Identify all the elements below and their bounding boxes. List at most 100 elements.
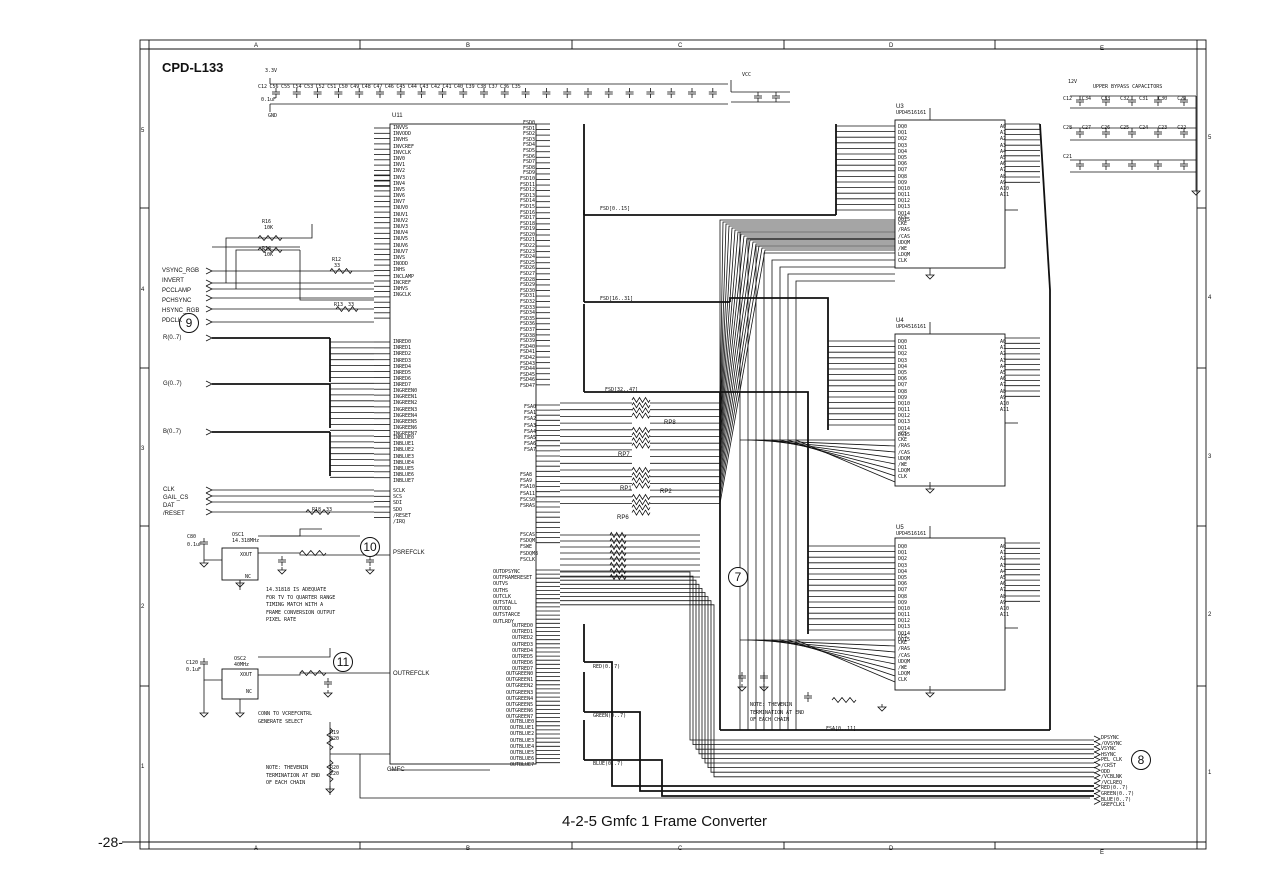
address-wire	[650, 241, 895, 478]
vcc-wire	[258, 648, 331, 658]
diagram-caption: 4-2-5 Gmfc 1 Frame Converter	[562, 813, 768, 830]
memory-pin-label: DQ13	[898, 204, 911, 211]
memory-pin-label: DQ7	[898, 382, 908, 389]
memory-pin-label: CLK	[898, 474, 908, 481]
u11-pin-label: INRED5	[393, 369, 412, 376]
port-arrow	[205, 279, 213, 287]
port-arrow	[205, 334, 213, 342]
memory-control-wire	[787, 439, 896, 477]
memory-pin-label: A9	[1000, 179, 1007, 186]
memory-pin-label: A9	[1000, 599, 1007, 606]
u5-body	[894, 537, 1006, 691]
right-caps-title: UPPER BYPASS CAPACITORS	[1093, 84, 1163, 90]
grid-col-e-bottom: E	[1100, 850, 1105, 856]
u11-pin-label: FSD8	[523, 164, 536, 171]
u11-pin-label: FSD23	[520, 248, 536, 255]
u11-pin-label: SDO	[393, 506, 403, 513]
grid-col-a-bottom: A	[254, 846, 259, 852]
memory-pin-label: DQ14	[898, 630, 911, 637]
callout-11: 11	[333, 652, 353, 672]
port-pcclamp: PCCLAMP	[162, 288, 192, 294]
output-port-label: ODD	[1101, 768, 1111, 775]
u11-pin-label: INRED4	[393, 363, 412, 370]
clock-wire	[258, 552, 390, 556]
memory-pin-label: DQ2	[898, 136, 908, 143]
resistor-pack-element	[631, 509, 651, 516]
address-wire	[650, 249, 895, 504]
output-signal	[560, 579, 1094, 750]
u11-pin-label: FSD2	[523, 131, 536, 138]
u11-pin-label: OUTRED0	[512, 623, 534, 629]
bus-label-fsa: FSA[0..11]	[826, 726, 857, 732]
u11-pin-label: INUV2	[393, 217, 409, 224]
u11-ref: U11	[392, 113, 403, 119]
ground-symbol	[199, 562, 209, 568]
ground-symbol	[235, 712, 245, 718]
port-arrow	[205, 428, 213, 436]
u11-pin-label: FSD25	[520, 259, 536, 266]
address-wire	[650, 245, 895, 491]
rp6-ref: RP6	[617, 515, 629, 521]
u11-pin-label: INHVS	[393, 285, 409, 292]
memory-pin-label: A7	[1000, 167, 1007, 174]
u11-pin-label: OUTGREEN1	[506, 677, 534, 684]
memory-pin-label: DQ4	[898, 363, 908, 370]
memory-pin-label: DQ14	[898, 210, 911, 217]
u11-pin-label: OUTRED4	[512, 647, 534, 654]
bypass-cap-label: C12	[258, 84, 268, 90]
memory-pin-label: A4	[1000, 148, 1007, 155]
u11-pin-label: OUTBLUE6	[510, 756, 535, 763]
port-dat: DAT	[163, 503, 175, 509]
memory-pin-label: DQ1	[898, 345, 908, 352]
vcc-wire	[258, 528, 322, 537]
out-blue-bus	[584, 759, 1094, 797]
u11-pin-label: OUTLRDY	[493, 618, 515, 625]
u11-pin-label: OUTBLUE5	[510, 749, 535, 756]
memory-control-wire	[795, 639, 896, 683]
u11-pin-label: INUV4	[393, 230, 409, 237]
memory-pin-label: A4	[1000, 568, 1007, 575]
u11-pin-label: INBLUE0	[393, 435, 415, 441]
u11-pin-label: INGREEN4	[393, 412, 418, 419]
bypass-cap-label: C50	[338, 84, 348, 90]
memory-control-wire	[763, 439, 896, 459]
r14-ref: R14	[262, 246, 272, 252]
u11-pin-label: INRED7	[393, 382, 412, 389]
u11-pin-label: FSD9	[523, 170, 536, 177]
memory-pin-label: /CS	[898, 431, 908, 437]
output-port-label: VSYNC	[1101, 746, 1117, 753]
schematic-buses	[212, 123, 1094, 797]
port-arrow	[205, 294, 213, 302]
u11-pin-label: FSA9	[520, 478, 533, 485]
u11-pin-label: FSD6	[523, 153, 536, 160]
power-vcc-label: VCC	[742, 72, 752, 78]
out-green-bus	[584, 711, 1094, 792]
memory-pin-label: A6	[1000, 581, 1007, 588]
port-arrow	[205, 492, 213, 500]
memory-pin-label: A8	[1000, 593, 1007, 600]
resistor-pack-element	[631, 471, 651, 479]
rp2-ref: RP2	[660, 489, 672, 495]
memory-pin-label: A5	[1000, 154, 1007, 161]
memory-pin-label: DQ1	[898, 130, 908, 137]
osc2-nc: NC	[246, 689, 253, 695]
u11-pin-label: FSCAS	[520, 532, 536, 538]
u11-pin-label: INUV1	[393, 211, 409, 218]
memory-pin-label: A6	[1000, 376, 1007, 383]
output-signal	[560, 604, 1094, 778]
u11-psrefclk-pin: PSREFCLK	[393, 550, 425, 556]
memory-control-wire	[795, 280, 895, 730]
memory-pin-label: DQ7	[898, 167, 908, 174]
u11-pin-label: OUTDPSYNC	[493, 569, 521, 575]
control-series-resistor	[609, 561, 627, 569]
address-wire	[650, 227, 895, 431]
memory-pin-label: A7	[1000, 382, 1007, 389]
u11-pin-label: FSD45	[520, 371, 536, 378]
bus-label-blue: BLUE(0..7)	[593, 761, 624, 767]
u11-pin-label: /RESET	[393, 512, 412, 519]
bus-label-fsd-high: FSD[32..47]	[605, 387, 639, 393]
